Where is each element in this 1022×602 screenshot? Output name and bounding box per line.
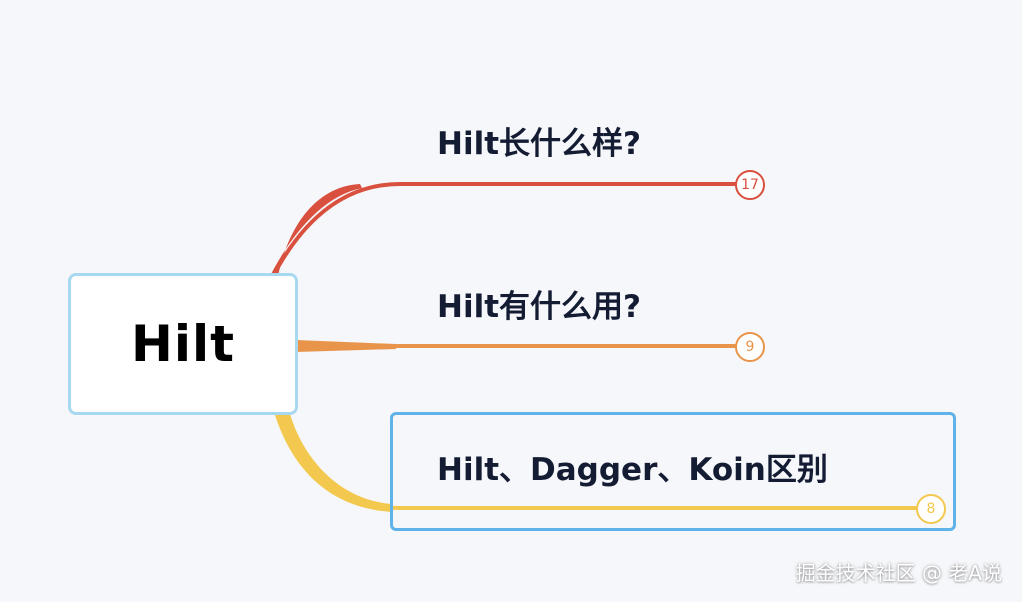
root-topic-label: Hilt	[130, 315, 236, 373]
watermark: 掘金技术社区 @ 老A说	[795, 561, 1002, 585]
topic-hilt-dagger-koin-diff[interactable]: Hilt、Dagger、Koin区别	[437, 452, 828, 488]
topic-hilt-appearance[interactable]: Hilt长什么样?	[437, 126, 641, 162]
branch-1-taper	[268, 184, 362, 280]
topic-3-collapse-count[interactable]: 8	[916, 494, 946, 524]
topic-1-collapse-count[interactable]: 17	[735, 170, 765, 200]
selected-topic-frame[interactable]	[390, 412, 956, 531]
root-topic[interactable]: Hilt	[68, 273, 298, 415]
branch-2-taper	[296, 340, 396, 352]
topic-2-collapse-count[interactable]: 9	[735, 332, 765, 362]
topic-hilt-usage[interactable]: Hilt有什么用?	[437, 289, 641, 325]
branch-1-connector	[270, 182, 737, 280]
branch-3-taper	[274, 412, 392, 512]
